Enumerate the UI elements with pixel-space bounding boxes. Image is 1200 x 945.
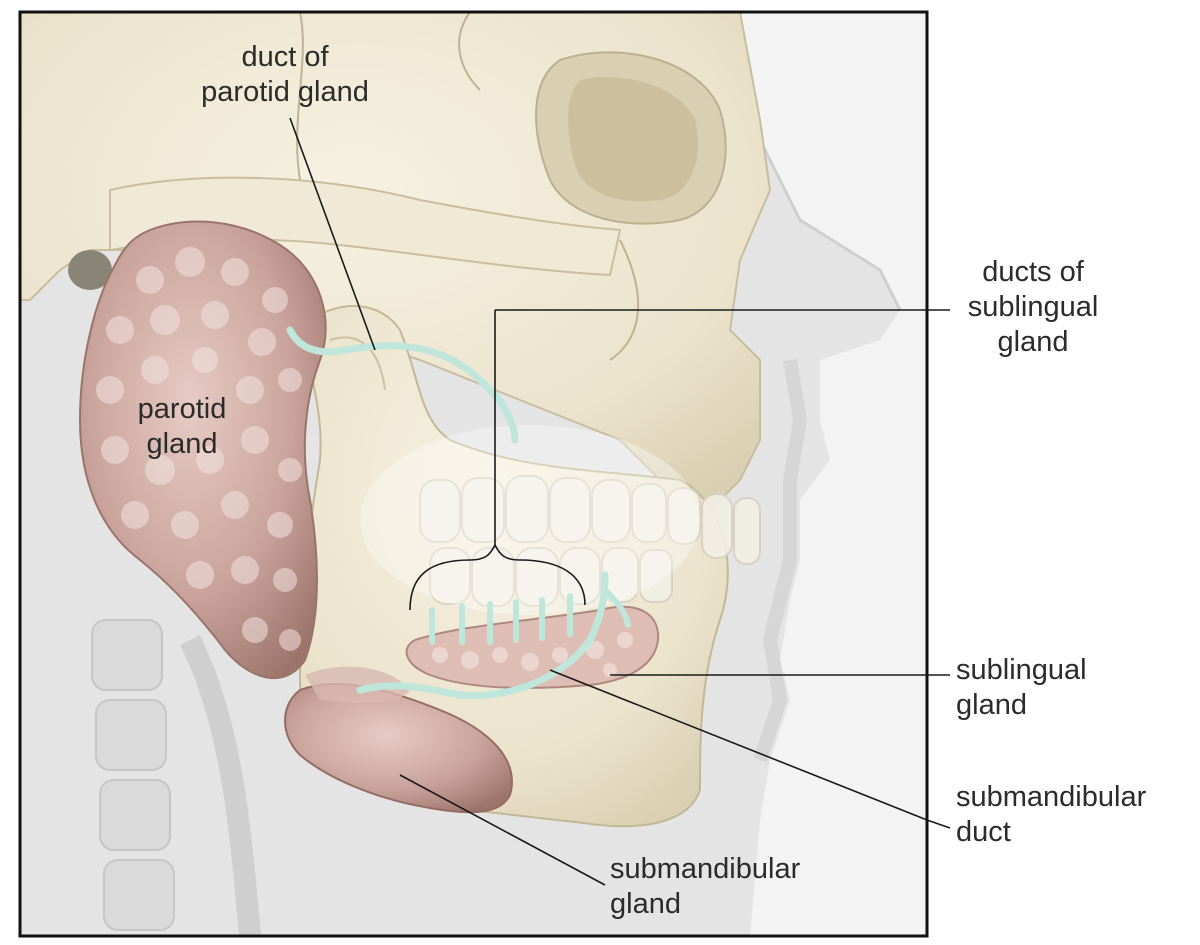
label-submandibular-gland: submandibular gland	[610, 853, 801, 920]
leader-lines-outer	[926, 309, 951, 829]
parotid-duct	[286, 326, 519, 444]
parotid-gland	[78, 220, 327, 679]
ducts	[286, 326, 631, 700]
submandibular-gland	[284, 666, 513, 814]
tongue	[360, 425, 700, 615]
skull	[20, 12, 772, 522]
label-sublingual-gland: sublingual gland	[956, 654, 1087, 721]
cervical-spine	[91, 619, 261, 936]
submandibular-duct	[356, 571, 609, 700]
sublingual-ducts	[429, 593, 573, 645]
leader-lines-inner	[289, 117, 927, 886]
label-parotid-gland: parotid gland	[137, 393, 227, 460]
label-submandibular-duct: submandibular duct	[956, 781, 1147, 848]
ear-canal	[68, 250, 112, 290]
label-duct-of-parotid-gland: duct of parotid gland	[201, 41, 369, 108]
label-ducts-of-sublingual-gland: ducts of sublingual gland	[967, 256, 1099, 358]
figure-frame	[18, 10, 929, 938]
